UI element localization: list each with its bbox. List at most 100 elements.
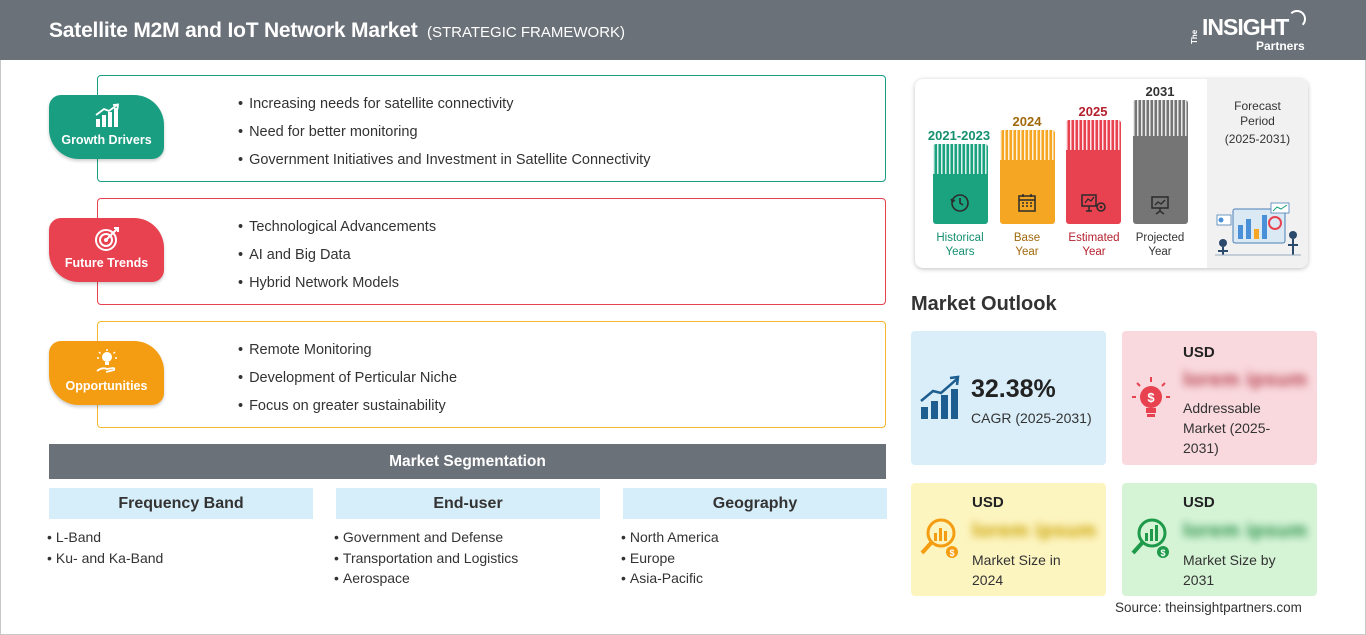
segment-header: Geography [623, 488, 887, 519]
logo-main-text: INSIGHT [1202, 14, 1289, 40]
list-item: Increasing needs for satellite connectiv… [238, 94, 650, 122]
caption-line: Year [1082, 246, 1106, 258]
market-outlook-title: Market Outlook [911, 293, 1057, 315]
timeline-year-projected: 2031 [1145, 84, 1175, 99]
timeline-panel: 2021-2023 Historical Years 2024 Base Yea… [915, 79, 1308, 268]
segment-header: Frequency Band [49, 488, 313, 519]
bar-stripes [1133, 100, 1188, 136]
svg-text:$: $ [949, 548, 954, 558]
timeline-caption-base: Base Year [992, 231, 1062, 259]
list-item: North America [621, 527, 887, 548]
list-item: Transportation and Logistics [334, 548, 600, 569]
label-line: 2031 [1183, 572, 1215, 588]
list-item: L-Band [47, 527, 313, 548]
list-item: AI and Big Data [238, 245, 436, 273]
timeline-caption-projected: Projected Year [1125, 231, 1195, 259]
forecast-line: (2025-2031) [1224, 132, 1291, 146]
opportunities-badge: Opportunities [49, 341, 164, 405]
caption-line: Year [1148, 246, 1172, 258]
list-item: Hybrid Network Models [238, 273, 436, 301]
list-item: Development of Perticular Niche [238, 368, 457, 396]
currency-label: USD [972, 494, 1004, 511]
future-trends-list: Technological Advancements AI and Big Da… [238, 217, 436, 301]
segment-end-user: End-user Government and Defense Transpor… [336, 488, 600, 589]
logo-arc-icon [1288, 10, 1306, 28]
list-item: Europe [621, 548, 887, 569]
addressable-market-value: lorem ipsum [1183, 369, 1308, 391]
timeline-caption-estimated: Estimated Year [1059, 231, 1129, 259]
timeline-bar-historical [933, 144, 988, 224]
label-line: 2024 [972, 572, 1004, 588]
timeline-year-base: 2024 [1012, 114, 1042, 129]
market-size-2024-value: lorem ipsum [972, 520, 1097, 542]
future-trends-box: Technological Advancements AI and Big Da… [97, 198, 886, 305]
forecast-period-label: Forecast Period (2025-2031) [1207, 99, 1308, 147]
segment-list: L-Band Ku- and Ka-Band [47, 527, 313, 568]
calendar-icon [1018, 194, 1036, 212]
insight-partners-logo[interactable]: The INSIGHT Partners [1190, 10, 1320, 54]
bar-stripes [1066, 120, 1121, 150]
list-item: Aerospace [334, 568, 600, 589]
market-size-2024-label: Market Size in 2024 [972, 550, 1097, 590]
caption-line: Historical [936, 232, 984, 244]
caption-line: Projected [1135, 232, 1185, 244]
future-trends-badge: Future Trends [49, 218, 164, 282]
future-trends-label: Future Trends [64, 256, 149, 270]
opportunities-box: Remote Monitoring Development of Perticu… [97, 321, 886, 428]
list-item: Ku- and Ka-Band [47, 548, 313, 569]
bar-stripes [1000, 130, 1055, 160]
list-item: Government Initiatives and Investment in… [238, 150, 650, 178]
segmentation-title: Market Segmentation [49, 444, 886, 479]
lightbulb-hand-icon [96, 349, 117, 373]
timeline-bar-estimated [1066, 120, 1121, 224]
caption-line: Base [1013, 232, 1041, 244]
market-size-2031-label: Market Size by 2031 [1183, 550, 1308, 590]
bar-stripes [933, 144, 988, 174]
label-line: Market Size by [1183, 552, 1276, 568]
market-size-2024-card: USD lorem ipsum $ Market Size in 2024 [911, 483, 1106, 596]
list-item: Focus on greater sustainability [238, 396, 457, 424]
segment-geography: Geography North America Europe Asia-Paci… [623, 488, 887, 589]
list-item: Government and Defense [334, 527, 600, 548]
magnifier-growth-icon: $ [1131, 518, 1169, 558]
svg-text:$: $ [1160, 548, 1165, 558]
source-credit: Source: theinsightpartners.com [1115, 600, 1302, 615]
list-item: Need for better monitoring [238, 122, 650, 150]
market-size-2031-value: lorem ipsum [1183, 520, 1308, 542]
segment-list: Government and Defense Transportation an… [334, 527, 600, 589]
estimate-gears-icon [1081, 194, 1106, 212]
logo-sub-text: Partners [1256, 39, 1305, 53]
magnifier-chart-icon: $ [920, 518, 958, 558]
opportunities-label: Opportunities [65, 379, 148, 393]
page-subtitle: (STRATEGIC FRAMEWORK) [427, 24, 626, 41]
growth-drivers-badge: Growth Drivers [49, 95, 164, 159]
growth-drivers-list: Increasing needs for satellite connectiv… [238, 94, 650, 178]
timeline-bar-projected [1133, 100, 1188, 224]
timeline-year-historical: 2021-2023 [927, 128, 991, 143]
header-banner: Satellite M2M and IoT Network Market (ST… [0, 0, 1366, 60]
list-item: Asia-Pacific [621, 568, 887, 589]
svg-text:$: $ [1147, 390, 1155, 405]
label-line: Market (2025- [1183, 420, 1271, 436]
timeline-caption-historical: Historical Years [925, 231, 995, 259]
cagr-value: 32.38% [971, 375, 1056, 403]
growth-drivers-label: Growth Drivers [61, 133, 152, 147]
segment-list: North America Europe Asia-Pacific [621, 527, 887, 589]
growth-chart-icon [95, 103, 120, 127]
list-item: Remote Monitoring [238, 340, 457, 368]
opportunities-list: Remote Monitoring Development of Perticu… [238, 340, 457, 424]
segment-header: End-user [336, 488, 600, 519]
framework-future-trends: Technological Advancements AI and Big Da… [49, 198, 887, 306]
page-title: Satellite M2M and IoT Network Market [49, 19, 418, 42]
framework-opportunities: Remote Monitoring Development of Perticu… [49, 321, 887, 429]
bar-growth-icon [920, 375, 960, 419]
money-bulb-icon: $ [1132, 377, 1170, 417]
list-item: Technological Advancements [238, 217, 436, 245]
caption-line: Years [945, 246, 975, 258]
currency-label: USD [1183, 494, 1215, 511]
cagr-label: CAGR (2025-2031) [971, 410, 1092, 426]
currency-label: USD [1183, 344, 1215, 361]
segment-frequency-band: Frequency Band L-Band Ku- and Ka-Band [49, 488, 313, 568]
target-icon [95, 227, 119, 251]
caption-line: Estimated [1068, 232, 1120, 244]
